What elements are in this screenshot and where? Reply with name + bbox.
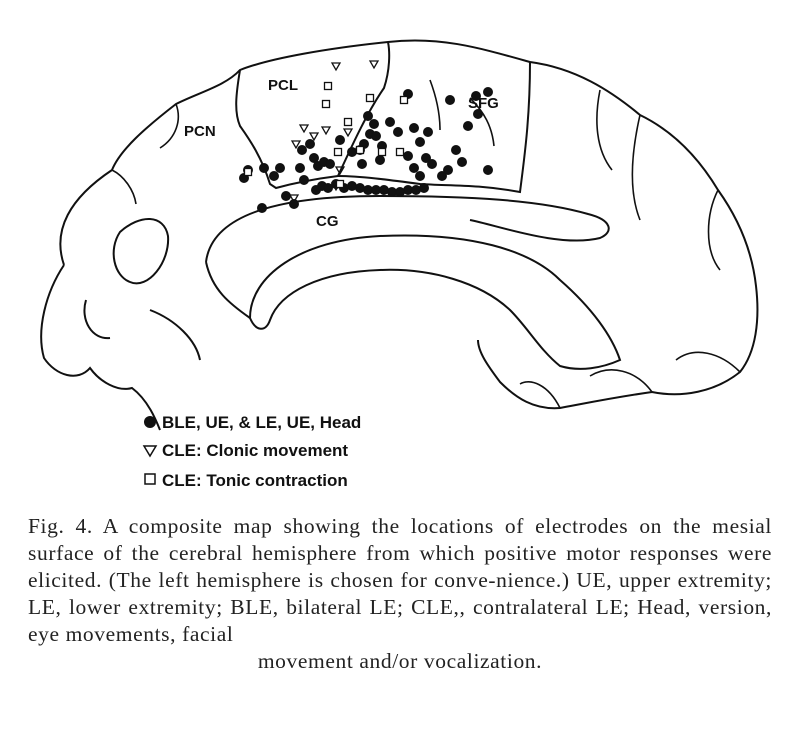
electrode-filled-circle [269,171,279,181]
electrode-filled-circle [415,171,425,181]
legend-open-triangle-icon [142,445,158,458]
electrode-filled-circle [409,163,419,173]
electrode-filled-circle [427,159,437,169]
electrode-filled-circle [323,183,333,193]
electrode-filled-circle [419,183,429,193]
electrode-open-triangle [298,124,310,134]
legend-item-1: BLE, UE, & LE, UE, Head [162,413,361,432]
occipital-gyri [83,218,201,361]
electrode-filled-circle [423,127,433,137]
electrode-open-triangle [330,62,342,72]
electrode-filled-circle [483,165,493,175]
electrode-open-square [323,81,333,91]
electrode-open-square [395,147,405,157]
electrode-filled-circle [369,119,379,129]
electrode-filled-circle [393,127,403,137]
electrode-filled-circle [473,109,483,119]
sfg-boundary [337,61,531,194]
electrode-filled-circle [289,199,299,209]
electrode-open-square [399,95,409,105]
electrode-open-square [321,99,331,109]
electrode-open-square [335,179,345,189]
legend-item-2: CLE: Clonic movement [162,441,348,460]
label-pcn: PCN [184,123,216,140]
electrode-open-triangle [320,126,332,136]
electrode-filled-circle [445,95,455,105]
electrode-filled-circle [305,139,315,149]
electrode-filled-circle [385,117,395,127]
electrode-filled-circle [297,145,307,155]
electrode-filled-circle [409,123,419,133]
electrode-filled-circle [403,151,413,161]
electrode-open-square [243,167,253,177]
electrode-open-triangle [290,140,302,150]
cingulate-contour [205,194,610,319]
electrode-open-square [365,93,375,103]
electrode-filled-circle [415,137,425,147]
hemisphere-lower-outline [40,264,161,431]
electrode-filled-circle [437,171,447,181]
electrode-open-square [355,145,365,155]
electrode-filled-circle [309,153,319,163]
electrode-open-triangle [334,166,346,176]
electrode-open-square [333,147,343,157]
electrode-filled-circle [363,111,373,121]
electrode-filled-circle [421,153,431,163]
electrode-filled-circle [295,163,305,173]
caption-body: Fig. 4. A composite map showing the loca… [28,514,772,646]
electrode-filled-circle [371,131,381,141]
electrode-open-triangle [288,194,300,204]
label-pcl: PCL [268,77,298,94]
electrode-open-square [377,147,387,157]
electrode-open-triangle [368,60,380,70]
legend-open-square-icon [144,473,156,485]
electrode-filled-circle [451,145,461,155]
figure-caption: Fig. 4. A composite map showing the loca… [28,513,772,675]
pcl-boundary [235,41,391,190]
electrode-filled-circle [259,163,269,173]
electrode-filled-circle [325,159,335,169]
corpus-callosum [248,234,622,370]
electrode-filled-circle [257,203,267,213]
label-cg: CG [316,213,339,230]
legend: BLE, UE, & LE, UE, Head CLE: Clonic move… [142,413,361,490]
electrode-filled-circle [357,159,367,169]
legend-filled-circle-icon [144,416,156,428]
electrode-filled-circle [483,87,493,97]
electrode-filled-circle [281,191,291,201]
electrode-open-square [343,117,353,127]
electrode-filled-circle [457,157,467,167]
electrode-filled-circle [275,163,285,173]
caption-last-line: movement and/or vocalization. [257,649,543,673]
electrode-filled-circle [347,147,357,157]
sulcus-lines [111,79,741,409]
electrode-filled-circle [335,135,345,145]
electrode-filled-circle [443,165,453,175]
electrode-filled-circle [463,121,473,131]
electrode-filled-circle [299,175,309,185]
electrode-open-triangle [342,128,354,138]
legend-item-3: CLE: Tonic contraction [162,471,348,490]
electrode-filled-circle [375,155,385,165]
electrode-markers [239,60,493,213]
electrode-filled-circle [471,91,481,101]
electrode-open-triangle [308,132,320,142]
